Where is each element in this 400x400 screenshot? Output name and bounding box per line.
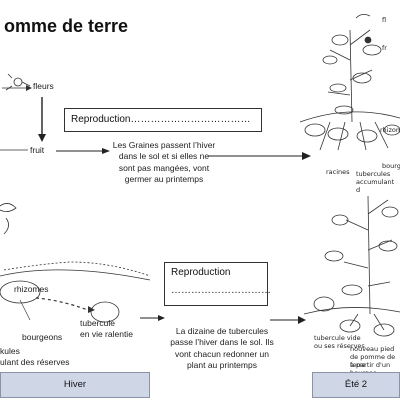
label-accumulant: ulant des réserves xyxy=(0,357,70,367)
plant-label: accumulant d xyxy=(356,178,395,194)
plant-label: nouveau pied xyxy=(350,345,395,353)
arrow-rhizome-head xyxy=(88,306,95,313)
label-tubercule: tubercule xyxy=(80,318,115,328)
note-line: germer au printemps xyxy=(124,174,204,185)
potato-plant-top xyxy=(299,14,400,151)
soil-scene xyxy=(0,261,151,323)
reproduction-top-note: Les Graines passent l’hiver dans le sol … xyxy=(106,140,222,186)
panel-hiver: Hiver xyxy=(0,372,150,398)
panel-hiver-label: Hiver xyxy=(63,379,87,390)
plant-label: fl xyxy=(382,16,387,24)
label-bourgeons: bourgeons xyxy=(22,332,63,342)
label-fleurs: fleurs xyxy=(33,81,54,91)
reproduction-bottom-note: La dizaine de tubercules passe l’hiver d… xyxy=(164,326,280,372)
label-rhizomes: rhizomes xyxy=(14,284,49,294)
note-line: Les Graines passent l’hiver xyxy=(112,140,216,150)
arrow-flowers-to-fruit-head xyxy=(38,134,46,142)
pointer-bourgeons xyxy=(19,299,31,321)
plant-label: fr xyxy=(382,44,387,52)
note-line: passe l’hiver dans le sol. Ils xyxy=(170,337,274,348)
reproduction-bottom-dots: ………………………… xyxy=(171,285,271,296)
note-line: vont chacun redonner un xyxy=(174,348,270,359)
panel-ete-2: Été 2 xyxy=(312,372,400,398)
page-title: omme de terre xyxy=(4,16,129,36)
reproduction-bottom-box: Reproduction ………………………… xyxy=(164,262,271,306)
label-vie-ralentie: en vie ralentie xyxy=(80,329,133,339)
potato-plant-bottom xyxy=(303,195,400,337)
panel-ete-2-label: Été 2 xyxy=(344,379,368,390)
reproduction-top-heading: Reproduction……………………………… xyxy=(71,114,251,125)
plant-label: bourgeo xyxy=(382,162,400,170)
leaf-sketch xyxy=(0,203,17,235)
plant-label: de pomme de terre xyxy=(350,353,396,369)
plant-label: tubercule vide xyxy=(314,334,361,342)
label-kules: kules xyxy=(0,346,20,356)
reproduction-bottom-heading: Reproduction xyxy=(171,267,231,278)
plant-label: ou ses réserves xyxy=(314,342,365,350)
label-fruit: fruit xyxy=(30,145,45,155)
plant-label: racines xyxy=(326,168,350,176)
plant-label: rhizom xyxy=(380,126,400,134)
note-line: dans le sol et si elles ne xyxy=(118,151,210,162)
note-line: plant au printemps xyxy=(187,360,257,371)
note-line: sont pas mangées, vont xyxy=(118,162,210,173)
note-line: La dizaine de tubercules xyxy=(175,326,269,336)
reproduction-top-box: Reproduction……………………………… xyxy=(64,108,262,132)
plant-label: tubercules xyxy=(356,170,391,178)
